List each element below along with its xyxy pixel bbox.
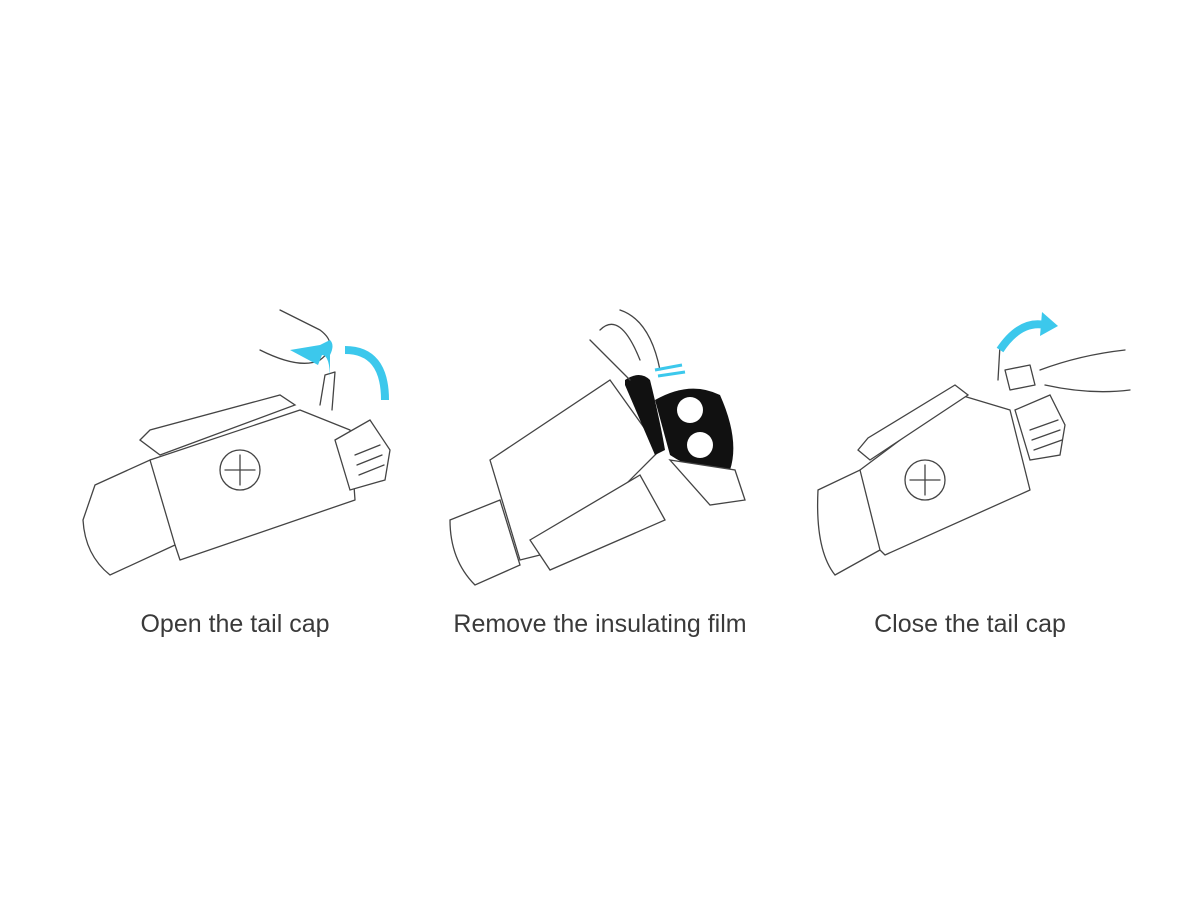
curved-arrow-icon	[290, 340, 333, 380]
flashlight-close-tail-cap-illustration	[816, 312, 1131, 576]
step-close-tail-cap: Close the tail cap	[790, 290, 1150, 670]
step-remove-insulating-film: Remove the insulating film	[420, 290, 780, 670]
flashlight-remove-film-illustration	[449, 309, 746, 586]
step-open-tail-cap: Open the tail cap	[55, 290, 415, 670]
double-arrow-icon	[654, 363, 686, 378]
curved-arrow-icon	[996, 320, 1046, 353]
step-caption: Open the tail cap	[140, 610, 330, 638]
flashlight-open-tail-cap-illustration	[82, 309, 391, 576]
step-caption: Close the tail cap	[874, 610, 1066, 638]
step-caption: Remove the insulating film	[453, 610, 747, 638]
